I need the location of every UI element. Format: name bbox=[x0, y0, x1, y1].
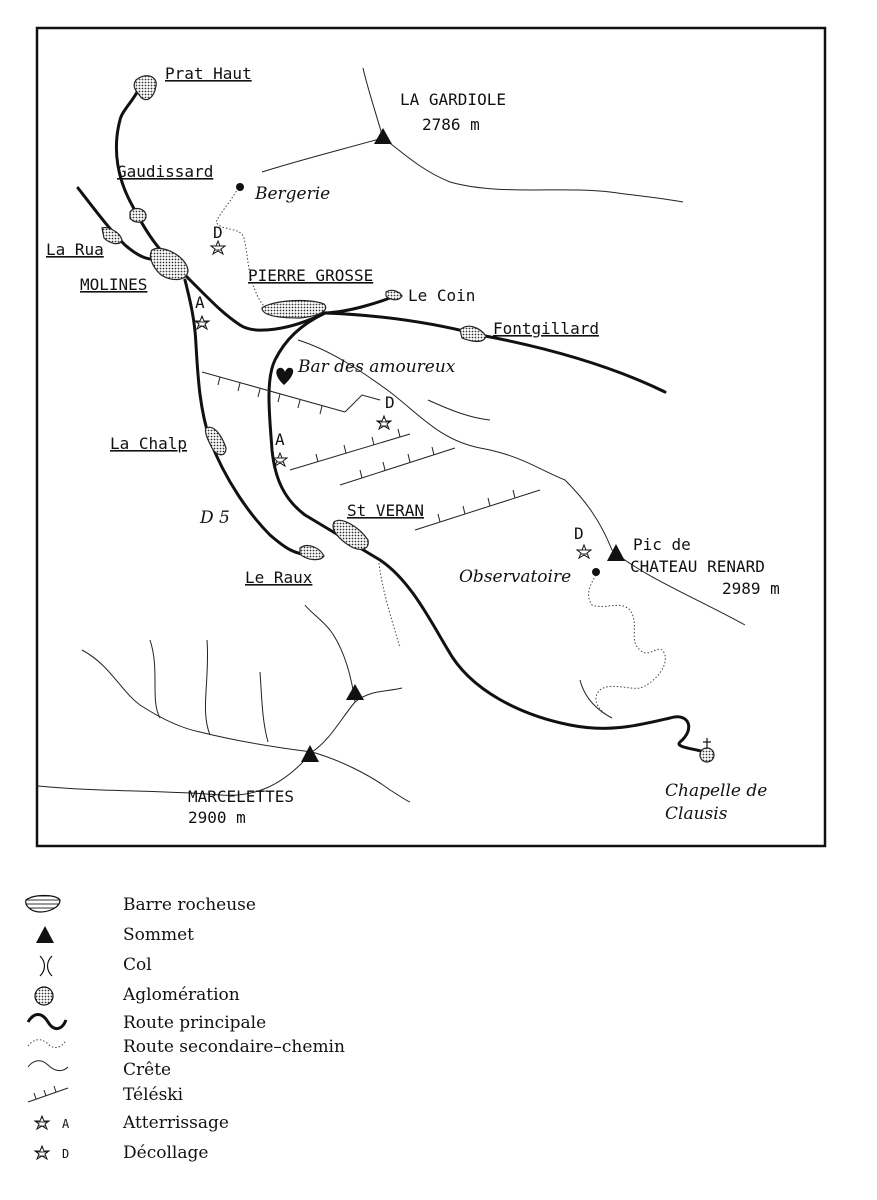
label-la-rua: La Rua bbox=[46, 240, 104, 259]
decollage-star-icon bbox=[575, 543, 593, 560]
label-fontgillard: Fontgillard bbox=[493, 319, 599, 338]
label-pierre-grosse: PIERRE GROSSE bbox=[248, 266, 373, 285]
label-chateau-renard: CHATEAU RENARD bbox=[630, 557, 765, 576]
sommet-icon bbox=[36, 926, 54, 943]
atterrissage-star-icon bbox=[271, 451, 289, 468]
bar-des-amoureux-heart-icon bbox=[276, 367, 294, 385]
barre-rocheuse-icon bbox=[25, 894, 61, 913]
legend-item: Téléski bbox=[20, 1082, 620, 1108]
chapelle-village bbox=[699, 747, 715, 763]
legend-item: Aglomération bbox=[20, 980, 620, 1010]
label-le-raux: Le Raux bbox=[245, 568, 313, 587]
legend: Barre rocheuse Sommet Col Aglomération R… bbox=[20, 890, 620, 1168]
legend-item: Col bbox=[20, 950, 620, 980]
ridge-lines bbox=[37, 67, 746, 803]
marker-letter-a: A bbox=[195, 293, 205, 312]
route-secondaire-icon bbox=[27, 1039, 67, 1048]
agglomerations bbox=[101, 75, 715, 763]
label-chateau-renard-alt: 2989 m bbox=[722, 579, 780, 598]
prat-haut-village bbox=[133, 75, 157, 101]
gaudissard-village bbox=[129, 207, 147, 223]
bergerie-point-icon bbox=[236, 183, 244, 191]
fontgillard-village bbox=[459, 325, 487, 343]
chateau-renard-sommet-icon bbox=[607, 544, 625, 561]
legend-item: Route principale bbox=[20, 1010, 620, 1036]
observatoire-point-icon bbox=[592, 568, 600, 576]
pierre-grosse-village bbox=[261, 299, 327, 319]
st-veran-village bbox=[332, 519, 369, 550]
le-raux-village bbox=[299, 544, 325, 561]
label-observatoire: Observatoire bbox=[459, 567, 571, 587]
label-pic-de: Pic de bbox=[633, 535, 691, 554]
label-molines: MOLINES bbox=[80, 275, 147, 294]
map-border bbox=[35, 26, 827, 848]
secondary-roads bbox=[215, 187, 666, 719]
label-st-veran: St VERAN bbox=[347, 501, 424, 520]
la-chalp-village bbox=[204, 426, 227, 456]
label-gaudissard: Gaudissard bbox=[117, 162, 213, 181]
molines-village bbox=[149, 247, 189, 281]
marker-letter-d: D bbox=[213, 223, 223, 242]
label-la-gardiole-alt: 2786 m bbox=[422, 115, 480, 134]
la-rua-village bbox=[101, 227, 123, 245]
atterrissage-icon: A bbox=[33, 1114, 70, 1131]
label-chapelle-line1: Chapelle de bbox=[665, 781, 767, 801]
svg-text:D: D bbox=[62, 1147, 69, 1161]
summits bbox=[301, 128, 625, 762]
label-prat-haut: Prat Haut bbox=[165, 64, 252, 83]
agglomeration-icon bbox=[34, 986, 54, 1006]
legend-item: D Décollage bbox=[20, 1138, 620, 1168]
teleski-icon bbox=[27, 1085, 69, 1103]
le-coin-village bbox=[385, 289, 403, 301]
marker-letter-d: D bbox=[385, 393, 395, 412]
marker-letter-d: D bbox=[574, 524, 584, 543]
svg-text:A: A bbox=[62, 1117, 70, 1131]
legend-item: Sommet bbox=[20, 920, 620, 950]
label-le-coin: Le Coin bbox=[408, 286, 475, 305]
label-bar-des-amoureux: Bar des amoureux bbox=[297, 357, 456, 377]
label-la-gardiole: LA GARDIOLE bbox=[400, 90, 506, 109]
legend-item: Crête bbox=[20, 1058, 620, 1082]
label-chapelle-line2: Clausis bbox=[665, 804, 728, 824]
main-roads bbox=[76, 80, 707, 754]
paragliding-markers bbox=[193, 239, 593, 560]
ski-lifts bbox=[201, 371, 541, 531]
legend-item: Route secondaire–chemin bbox=[20, 1036, 620, 1058]
marker-letter-a: A bbox=[275, 430, 285, 449]
chapelle-cross-icon bbox=[703, 738, 711, 748]
decollage-star-icon bbox=[209, 239, 227, 256]
label-d5: D 5 bbox=[199, 508, 230, 528]
la-gardiole-sommet-icon bbox=[374, 128, 392, 144]
legend-item: Barre rocheuse bbox=[20, 890, 620, 920]
label-la-chalp: La Chalp bbox=[110, 434, 187, 453]
label-marcelettes: MARCELETTES bbox=[188, 787, 294, 806]
label-bergerie: Bergerie bbox=[254, 184, 330, 204]
route-principale-icon bbox=[26, 1013, 68, 1030]
decollage-icon: D bbox=[33, 1144, 69, 1161]
decollage-star-icon bbox=[375, 414, 393, 431]
atterrissage-star-icon bbox=[193, 314, 211, 331]
legend-item: A Atterrissage bbox=[20, 1108, 620, 1138]
crete-icon bbox=[27, 1060, 69, 1072]
marcelettes-sommet-icon bbox=[301, 745, 319, 762]
col-icon bbox=[39, 955, 53, 977]
label-marcelettes-alt: 2900 m bbox=[188, 808, 246, 827]
secondary-sommet-icon bbox=[346, 684, 364, 700]
map-panel: Prat Haut LA GARDIOLE 2786 m Gaudissard … bbox=[35, 26, 827, 848]
